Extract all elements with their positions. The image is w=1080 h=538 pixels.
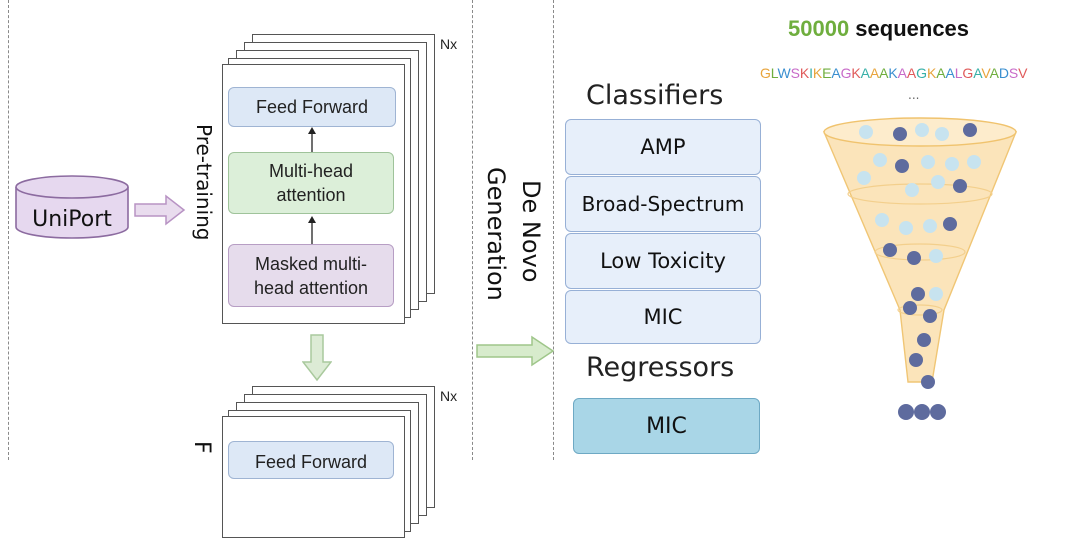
sequence-letter: V [981,65,990,81]
classifier-low-toxicity: Low Toxicity [565,233,761,289]
sequence-letter: E [822,65,832,81]
masked-to-mha-arrow [308,216,316,244]
left-divider [8,0,9,460]
pretraining-to-finetune-arrow [302,334,332,382]
sequence-letter: G [916,65,927,81]
classifiers-title: Classifiers [586,80,724,111]
sequence-letter: A [879,65,889,81]
pretraining-feed-forward: Feed Forward [228,87,396,127]
funnel-filter-icon [822,117,1018,420]
de-novo-line1: De Novo [517,180,545,283]
sequence-count: 50000 [788,16,850,41]
sequence-letter: K [851,65,861,81]
regressors-title: Regressors [586,352,735,383]
finetune-label: F [189,441,214,454]
database-cylinder-icon [15,175,129,239]
generation-arrow [476,335,555,367]
sequence-count-title: 50000 sequences [788,16,969,42]
sequence-letter: S [790,65,800,81]
sequence-letter: A [973,65,982,81]
regressor-mic: MIC [573,398,760,454]
sequence-letter: K [799,65,810,81]
pretraining-label: Pre-training [192,124,216,241]
example-sequence: GLWSKIKEAGKAAAKAAGKAALGAVADSV [760,65,1027,81]
sequence-letter: A [936,65,946,81]
sequence-letter: A [869,65,880,81]
sequence-letter: A [831,65,841,81]
sequence-letter: A [945,65,955,81]
sequence-letter: A [906,65,917,81]
uniport-to-pretraining-arrow [134,194,186,226]
uniport-label: UniPort [32,207,112,232]
sequence-ellipsis: ... [908,88,920,102]
middle-divider [472,0,473,460]
pretraining-nx-label: Nx [440,36,458,52]
sequence-letter: G [962,65,974,81]
sequence-letter: G [840,65,852,81]
pretraining-multi-head-attention: Multi-head attention [228,152,394,214]
classifier-broad-spectrum: Broad-Spectrum [565,176,761,232]
sequence-letter: D [998,65,1009,81]
mha-to-ff-arrow [308,127,316,153]
sequence-letter: L [770,65,778,81]
right-divider [553,0,554,460]
sequence-balls [857,123,981,420]
sequence-letter: I [809,65,813,81]
sequence-letter: K [888,65,898,81]
sequence-letter: W [777,65,791,81]
sequence-letter: A [897,65,907,81]
de-novo-line2: Generation [482,167,510,301]
sequence-letter: K [812,65,823,81]
finetune-nx-label: Nx [440,388,458,404]
sequence-letter: S [1008,65,1019,81]
sequence-letter: G [760,65,771,81]
uniport-database: UniPort [14,175,130,241]
sequence-letter: K [926,65,937,81]
sequence-letter: L [954,65,963,81]
classifier-amp: AMP [565,119,761,175]
sequence-letter: A [989,65,999,81]
sequence-letter: V [1018,65,1028,81]
pretraining-masked-attention: Masked multi-head attention [228,244,394,307]
finetune-feed-forward: Feed Forward [228,441,394,479]
classifier-mic: MIC [565,290,761,344]
sequence-letter: A [860,65,870,81]
sequence-count-label: sequences [849,16,970,41]
